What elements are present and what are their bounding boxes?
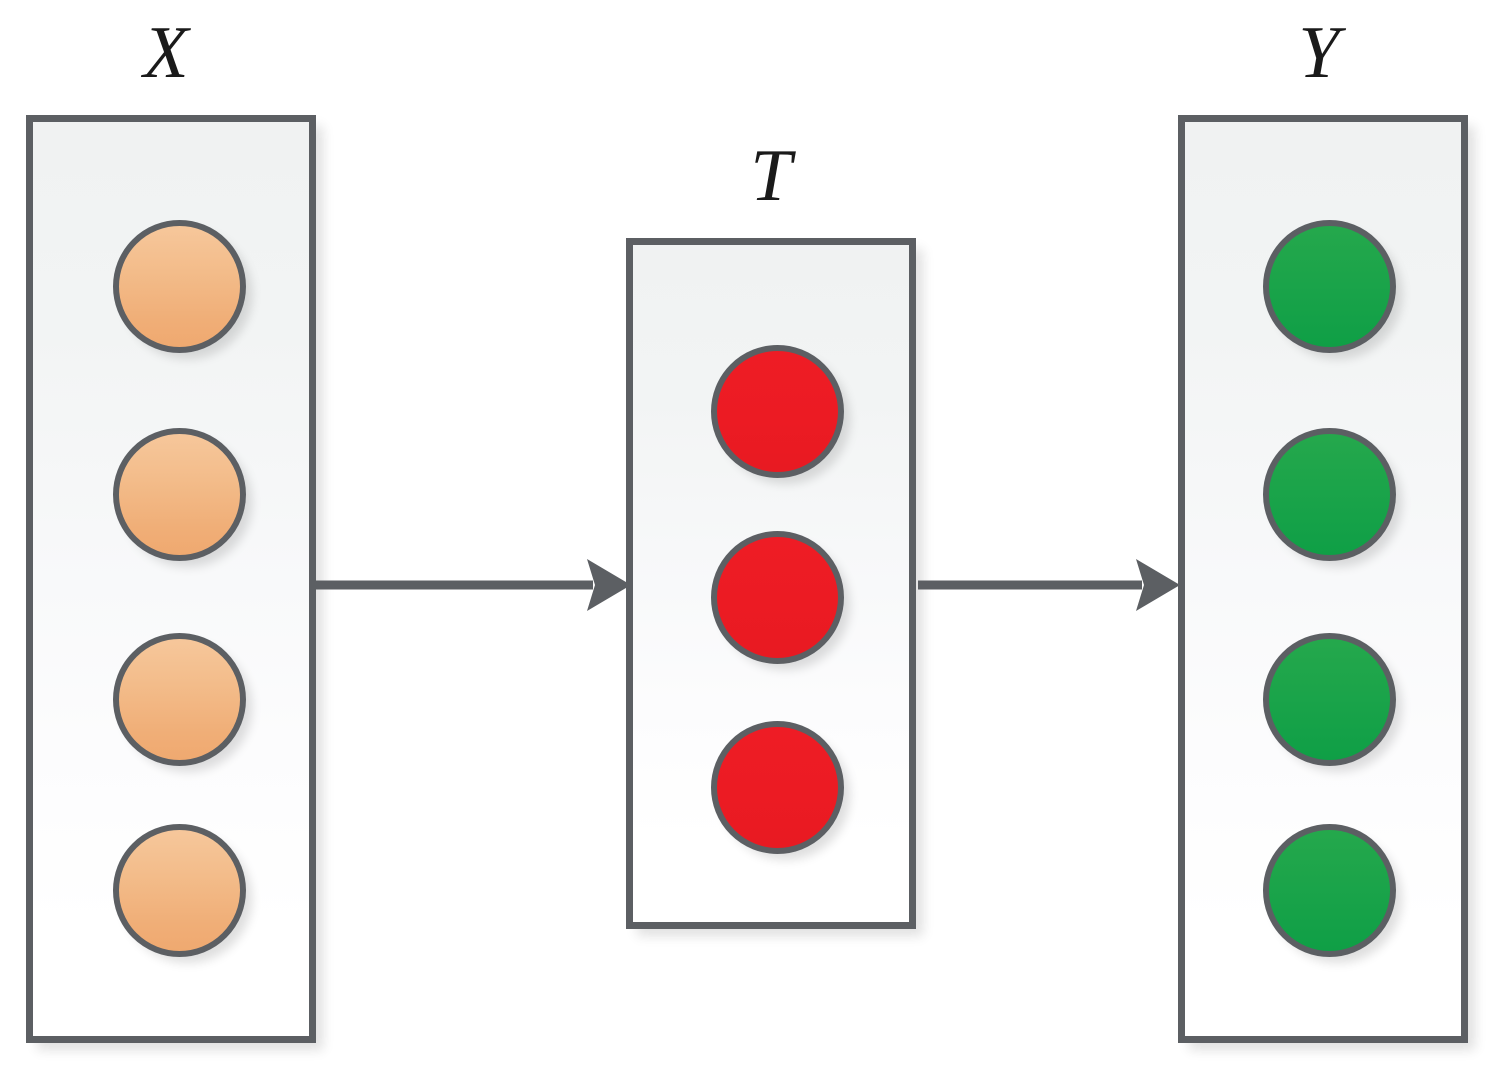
layer-label-y: Y — [1298, 12, 1340, 94]
arrow-x-to-t — [315, 555, 631, 615]
layer-box-x — [26, 115, 316, 1043]
layer-label-x: X — [143, 12, 189, 94]
node-x-1[interactable] — [113, 428, 246, 561]
node-t-1[interactable] — [711, 531, 844, 664]
node-x-0[interactable] — [113, 220, 246, 353]
node-t-2[interactable] — [711, 721, 844, 854]
layer-box-y — [1178, 115, 1468, 1043]
node-x-3[interactable] — [113, 824, 246, 957]
node-y-3[interactable] — [1263, 824, 1396, 957]
node-y-1[interactable] — [1263, 428, 1396, 561]
arrow-t-to-y — [918, 555, 1180, 615]
node-t-0[interactable] — [711, 345, 844, 478]
node-y-0[interactable] — [1263, 220, 1396, 353]
node-x-2[interactable] — [113, 633, 246, 766]
layer-box-t — [626, 238, 916, 929]
node-y-2[interactable] — [1263, 633, 1396, 766]
layer-label-t: T — [750, 135, 792, 217]
